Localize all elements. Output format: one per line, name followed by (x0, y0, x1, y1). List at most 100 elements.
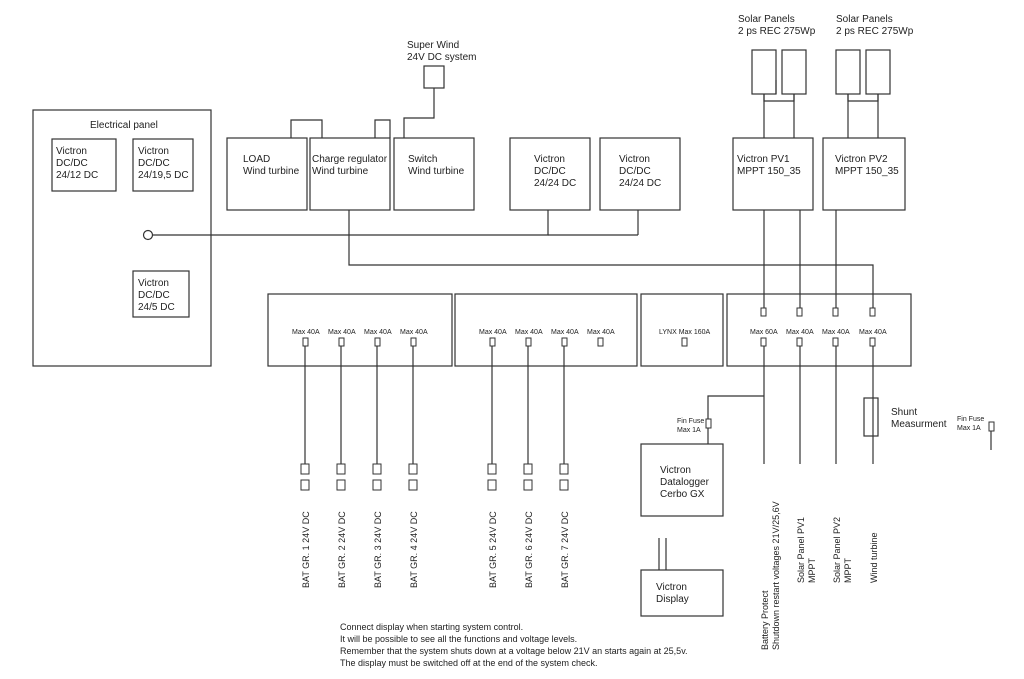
solar-pv1-line2: MPPT (807, 557, 817, 583)
fuse-symbol (489, 337, 496, 347)
solar1-line2: 2 ps REC 275Wp (738, 26, 816, 37)
dcdc-24-12-line3: 24/12 DC (56, 170, 98, 181)
dcdc-24-24-a-line2: DC/DC (534, 166, 566, 177)
battery-group-label: BAT GR. 6 24V DC (524, 511, 534, 588)
dcdc-24-19-line3: 24/19,5 DC (138, 170, 189, 181)
fuse-label: Max 40A (479, 329, 507, 336)
battery-fuse-pairs (300, 463, 569, 491)
fuse-box-2 (454, 293, 638, 367)
solar-pv2-line2: MPPT (843, 557, 853, 583)
dcdc-24-5-line3: 24/5 DC (138, 302, 175, 313)
panel-connector-circle (142, 229, 154, 241)
charge-regulator-line1: Charge regulator (312, 154, 388, 165)
datalogger-line1: Victron (660, 465, 691, 476)
fuse-symbol (410, 337, 417, 347)
charge-regulator-line2: Wind turbine (312, 166, 369, 177)
victron-datalogger-box (640, 443, 724, 517)
battery-group-label: BAT GR. 2 24V DC (337, 511, 347, 588)
fuse-label: Max 40A (859, 329, 887, 336)
fuse-symbol (796, 337, 803, 347)
fuse-symbol (760, 337, 767, 347)
note-line: The display must be switched off at the … (340, 658, 597, 668)
pv2-line1: Victron PV2 (835, 154, 888, 165)
load-wind-line1: LOAD (243, 154, 270, 165)
fuse-symbol (832, 307, 839, 317)
note-line: It will be possible to see all the funct… (340, 634, 577, 644)
fin-fuse-right-symbol (988, 421, 995, 432)
fuse-symbol (338, 337, 345, 347)
datalogger-line2: Datalogger (660, 477, 710, 488)
dcdc-24-12-line1: Victron (56, 146, 87, 157)
solar1-panel-b (781, 49, 807, 95)
fin-fuse-left-symbol (705, 418, 712, 429)
fuse-symbol (597, 337, 604, 347)
fuse-box-1 (267, 293, 453, 367)
note-line: Connect display when starting system con… (340, 622, 523, 632)
fuse-label: Max 40A (328, 329, 356, 336)
pv1-line1: Victron PV1 (737, 154, 790, 165)
dcdc-24-19-box (132, 138, 194, 192)
solar2-line1: Solar Panels (836, 14, 893, 25)
load-wind-turbine-box (226, 137, 308, 211)
fuse-box-4 (726, 293, 912, 367)
solar2-panel-a (835, 49, 861, 95)
switch-wind-turbine-box (393, 137, 475, 211)
dcdc-24-24-b-box (599, 137, 681, 211)
fuse-symbol (796, 307, 803, 317)
fin-fuse-left-line1: Fin Fuse (677, 418, 704, 425)
pv2-line2: MPPT 150_35 (835, 166, 899, 177)
shunt-symbol (863, 397, 879, 437)
fuse-symbol (832, 337, 839, 347)
display-line1: Victron (656, 582, 687, 593)
shunt-line2: Measurment (891, 419, 947, 430)
electrical-panel: Electrical panel Victron DC/DC 24/12 DC … (32, 109, 212, 367)
solar2-panel-b (865, 49, 891, 95)
dcdc-24-24-a-line1: Victron (534, 154, 565, 165)
victron-display-box (640, 569, 724, 617)
fuse-symbol (561, 337, 568, 347)
panel-bus-wire (153, 210, 549, 236)
electrical-panel-title: Electrical panel (90, 120, 158, 131)
battery-protect-line2: Shutdown restart voltages 21V/25,6V (771, 501, 781, 650)
dcdc-24-12-box (51, 138, 117, 192)
battery-group-label: BAT GR. 5 24V DC (488, 511, 498, 588)
datalogger-line3: Cerbo GX (660, 489, 705, 500)
electrical-panel-frame (32, 109, 212, 367)
solar-pv1-line1: Solar Panel PV1 (796, 517, 806, 583)
lynx-label: LYNX Max 160A (659, 329, 711, 336)
fuse-label: Max 40A (587, 329, 615, 336)
regulator-to-switch-wire (374, 119, 391, 138)
solar1-line1: Solar Panels (738, 14, 795, 25)
fuse-label: Max 40A (292, 329, 320, 336)
solar2-link (847, 94, 879, 102)
battery-group-label: BAT GR. 7 24V DC (560, 511, 570, 588)
victron-pv1-box (732, 137, 814, 211)
charge-regulator-box (309, 137, 391, 211)
battery-protect-line1: Battery Protect (760, 590, 770, 650)
fuse-label: Max 60A (750, 329, 778, 336)
solar-pv2-line1: Solar Panel PV2 (832, 517, 842, 583)
solar1-link (763, 94, 795, 102)
fin-fuse-left-line2: Max 1A (677, 427, 701, 434)
load-to-regulator-wire (290, 119, 323, 138)
dcdc-24-12-line2: DC/DC (56, 158, 88, 169)
dcdc-24-24-a-line3: 24/24 DC (534, 178, 576, 189)
display-line2: Display (656, 594, 689, 605)
pv1-line2: MPPT 150_35 (737, 166, 801, 177)
fuse-label: Max 40A (786, 329, 814, 336)
fin-fuse-right-line1: Fin Fuse (957, 416, 984, 423)
dcdc-24-24-b-line2: DC/DC (619, 166, 651, 177)
battery-group-label: BAT GR. 4 24V DC (409, 511, 419, 588)
lynx-box (640, 293, 724, 367)
dcdc-24-5-line2: DC/DC (138, 290, 170, 301)
super-wind-line2: 24V DC system (407, 52, 476, 63)
dcdc-24-5-box (132, 270, 190, 318)
victron-pv2-box (822, 137, 906, 211)
super-wind-box (423, 65, 445, 89)
dcdc-24-5-line1: Victron (138, 278, 169, 289)
dcdc-24-19-line1: Victron (138, 146, 169, 157)
fuse-label: Max 40A (364, 329, 392, 336)
fuse-symbol (302, 337, 309, 347)
solar2-line2: 2 ps REC 275Wp (836, 26, 914, 37)
